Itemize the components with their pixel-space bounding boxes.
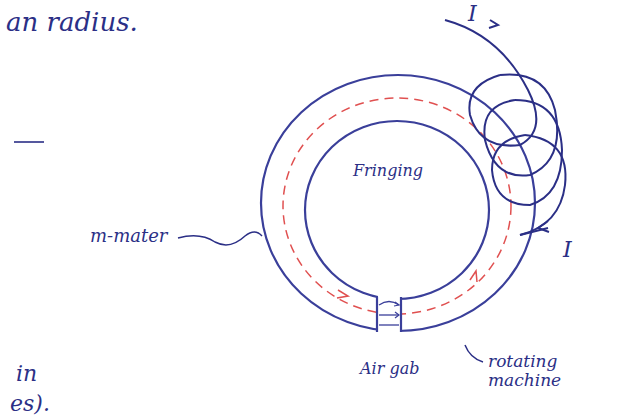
flux-arrow	[337, 290, 348, 298]
machine-label: rotating machine	[488, 352, 598, 389]
fringe-arrow	[395, 312, 399, 318]
gap-mask	[378, 290, 400, 338]
note-text: es).	[10, 392, 50, 416]
fringing-label: Fringing	[353, 162, 423, 180]
gap-edge	[400, 297, 402, 332]
leader-line	[178, 232, 262, 245]
dash-mark	[14, 141, 44, 143]
fringe-line	[379, 324, 399, 325]
gap-edge	[376, 297, 378, 332]
flux-arrow	[470, 271, 477, 282]
note-text: in	[16, 362, 37, 386]
current-label: I	[468, 2, 477, 26]
note-text: an radius.	[6, 8, 138, 37]
leader-line	[465, 345, 483, 362]
current-label: I	[563, 238, 572, 262]
fringe-line	[379, 302, 399, 306]
gap-label: Air gab	[360, 360, 419, 378]
material-label: m-mater	[90, 226, 167, 246]
fringe-line	[379, 314, 399, 315]
coil-winding	[445, 20, 566, 235]
fringe-arrow	[394, 302, 399, 306]
core-inner	[305, 121, 489, 299]
